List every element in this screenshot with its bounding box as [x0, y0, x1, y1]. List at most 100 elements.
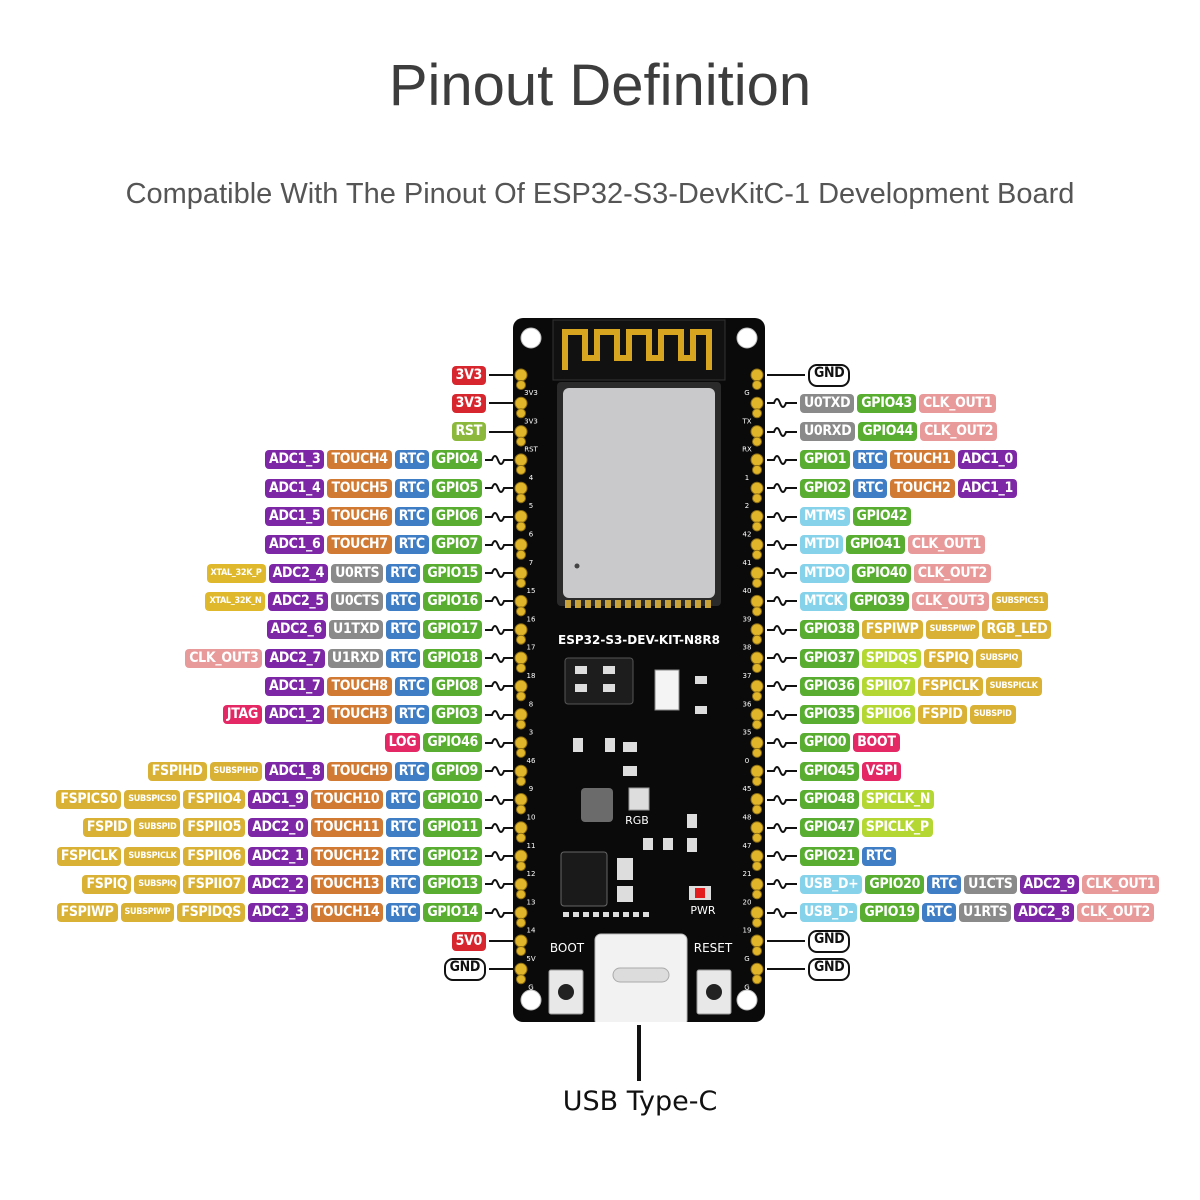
pin-tag-adc2-1: ADC2_1 — [248, 846, 308, 866]
resistor-wave-icon — [767, 681, 797, 692]
pin-tag-fspiio7: FSPIIO7 — [183, 874, 246, 894]
pin-tag-rtc: RTC — [386, 591, 421, 611]
left-pin-row: 3V3 — [451, 393, 515, 413]
pin-tag-clk-out1: CLK_OUT1 — [918, 393, 997, 413]
pin-tag-log: LOG — [384, 733, 421, 753]
pin-connector-line — [767, 374, 805, 376]
pin-tag-3v3: 3V3 — [451, 393, 486, 413]
module-shield — [563, 388, 715, 598]
page-title: Pinout Definition — [388, 53, 812, 118]
header-pin — [516, 521, 526, 532]
resistor-wave-icon — [767, 568, 797, 579]
pin-tag-gpio21: GPIO21 — [800, 846, 859, 866]
pin-tag-gpio48: GPIO48 — [800, 790, 859, 809]
left-pin-row: GND — [443, 957, 515, 981]
pin-tag-adc2-4: ADC2_4 — [268, 563, 329, 583]
header-pin — [750, 708, 764, 722]
header-pin — [750, 877, 764, 891]
pin-tag-adc1-3: ADC1_3 — [265, 450, 325, 470]
header-pin — [750, 679, 764, 693]
silk-label: 17 — [527, 644, 536, 652]
resistor-wave-icon — [485, 568, 515, 579]
header-pin — [750, 736, 764, 750]
pin-tag-u1rts: U1RTS — [959, 903, 1012, 923]
pin-tag-touch3: TOUCH3 — [327, 705, 392, 725]
pin-tag-gpio12: GPIO12 — [423, 846, 482, 866]
resistor-wave-icon — [767, 709, 797, 720]
pin-tag-fspiq: FSPIQ — [924, 648, 973, 668]
resistor-wave-icon — [485, 624, 515, 635]
pin-tag-gpio2: GPIO2 — [800, 478, 851, 498]
pin-tag-subspiwp: SUBSPIWP — [120, 903, 175, 923]
header-pin — [514, 594, 528, 608]
header-pin — [514, 764, 528, 778]
pin-tag-touch8: TOUCH8 — [327, 676, 392, 696]
resistor-wave-icon — [767, 426, 797, 437]
pin-tag-clk-out1: CLK_OUT1 — [907, 535, 985, 555]
resistor-wave-icon — [485, 709, 515, 720]
header-pin — [752, 493, 762, 504]
pin-connector-line — [489, 940, 515, 942]
pin-tag-gpio5: GPIO5 — [431, 478, 482, 498]
header-pin — [750, 538, 764, 552]
pin-tag-gpio40: GPIO40 — [852, 563, 911, 583]
boot-label: BOOT — [550, 941, 585, 955]
usb-label: USB Type-C — [562, 1086, 718, 1117]
header-pin — [516, 380, 526, 390]
pin-connector-line — [489, 968, 515, 971]
header-pin — [516, 804, 526, 815]
pin-tag-gpio42: GPIO42 — [852, 507, 912, 526]
board-name: ESP32-S3-DEV-KIT-N8R8 — [558, 633, 720, 647]
pin-tag-adc1-5: ADC1_5 — [265, 507, 325, 526]
silk-label: 39 — [743, 615, 752, 623]
pin-tag-subspiclk: SUBSPICLK — [985, 676, 1042, 696]
pin-tag-mtdi: MTDI — [800, 535, 844, 555]
header-pin — [750, 481, 764, 495]
pin-tag-subspiq: SUBSPIQ — [975, 648, 1023, 668]
pin-tag-adc2-8: ADC2_8 — [1014, 903, 1074, 923]
pin-tag-touch13: TOUCH13 — [310, 874, 384, 894]
pin-tag-spidqs: SPIDQS — [861, 648, 922, 668]
pin-tag-u0cts: U0CTS — [330, 591, 384, 611]
pin-tag-u1txd: U1TXD — [329, 620, 384, 640]
pin-tag-gpio11: GPIO11 — [423, 818, 482, 838]
header-pin — [750, 453, 764, 467]
mounting-hole — [520, 989, 542, 1011]
boot-button-cap[interactable] — [558, 984, 574, 1000]
header-pin — [750, 962, 764, 976]
header-pin — [752, 974, 762, 985]
pin-tag-touch9: TOUCH9 — [327, 761, 392, 781]
pin-tag-fspiq: FSPIQ — [82, 874, 132, 894]
pin-tag-boot: BOOT — [853, 733, 900, 753]
pin-tag-rtc: RTC — [386, 818, 421, 838]
pin-tag-adc1-6: ADC1_6 — [265, 535, 325, 555]
pwr-label: PWR — [690, 904, 716, 917]
header-pin — [516, 634, 526, 645]
mounting-hole — [736, 989, 758, 1011]
resistor-wave-icon — [767, 398, 797, 409]
antenna-trace-icon — [562, 329, 712, 370]
pin-tag-gpio13: GPIO13 — [423, 874, 482, 894]
silk-label: 8 — [529, 700, 533, 708]
pin-tag-subspiwp: SUBSPIWP — [925, 620, 980, 640]
left-pin-row: RST — [451, 422, 515, 442]
reset-button-cap[interactable] — [706, 984, 722, 1000]
pin-tag-gpio17: GPIO17 — [423, 620, 482, 640]
pin-tag-adc1-1: ADC1_1 — [957, 478, 1017, 498]
silk-label: TX — [741, 417, 751, 425]
header-pin — [516, 861, 526, 872]
silk-label: 6 — [529, 531, 534, 539]
resistor-wave-icon — [767, 907, 797, 918]
